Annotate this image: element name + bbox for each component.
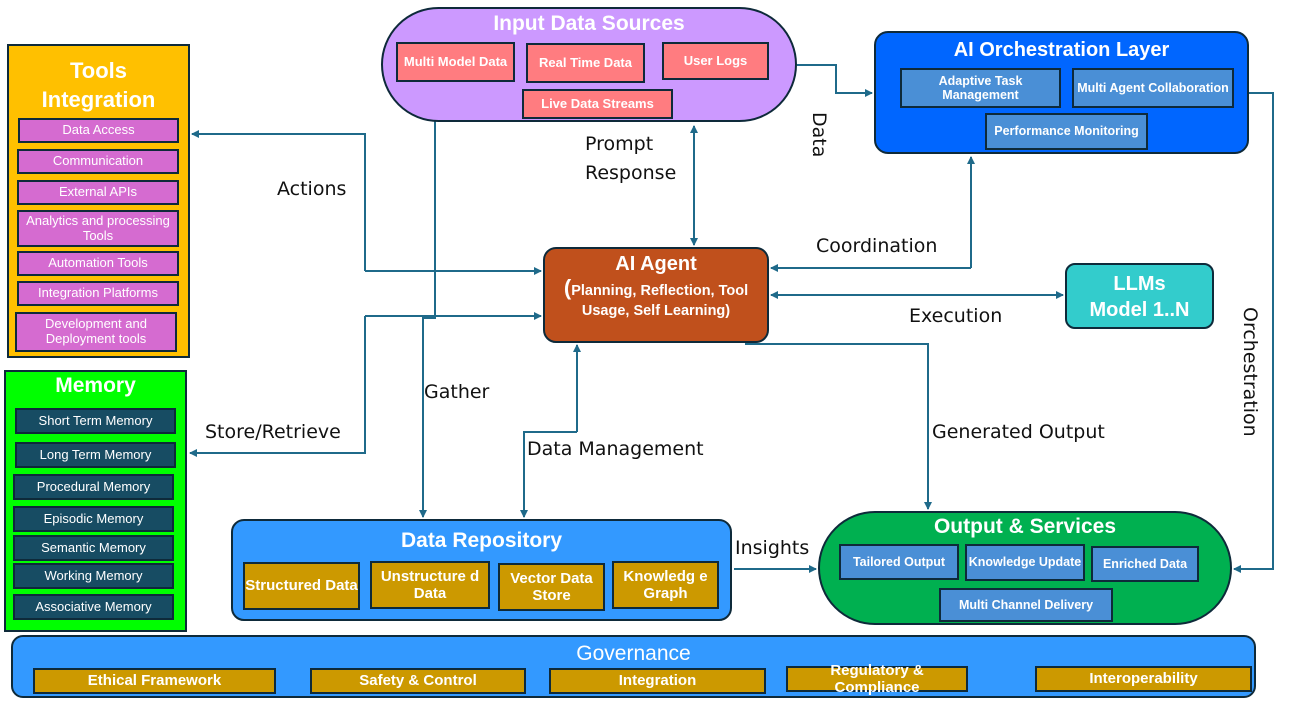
agent-title: AI Agent [615, 253, 697, 275]
data-repository-panel: Data Repository Structured Data Unstruct… [231, 519, 732, 621]
inputs-title: Input Data Sources [493, 12, 685, 35]
governance-panel: Governance Ethical Framework Safety & Co… [11, 635, 1256, 698]
generated-output-connector [745, 343, 932, 510]
memory-title: Memory [55, 374, 136, 397]
memory-item[interactable]: Episodic Memory [13, 506, 174, 532]
memory-item[interactable]: Associative Memory [13, 594, 174, 620]
repository-item[interactable]: Structured Data [243, 562, 360, 610]
tool-item[interactable]: Analytics and processing Tools [17, 210, 179, 247]
ai-agent-box[interactable]: AI Agent (Planning, Reflection, Tool Usa… [543, 247, 769, 343]
gather-connector [419, 120, 436, 518]
memory-item[interactable]: Long Term Memory [15, 442, 176, 468]
edge-label-prompt: Prompt [585, 133, 654, 155]
memory-item[interactable]: Working Memory [13, 563, 174, 589]
data-connector [797, 64, 873, 97]
edge-label-data-management: Data Management [527, 438, 704, 460]
input-item[interactable]: Multi Model Data [396, 42, 515, 82]
output-item[interactable]: Enriched Data [1091, 546, 1199, 582]
governance-item[interactable]: Interoperability [1035, 666, 1252, 692]
store-retrieve-connector [189, 316, 366, 457]
governance-item[interactable]: Integration [549, 668, 766, 694]
actions-connector [191, 130, 366, 271]
repository-item[interactable]: Knowledg e Graph [612, 561, 719, 609]
memory-item[interactable]: Semantic Memory [13, 535, 174, 561]
tools-title: Tools Integration [41, 58, 156, 112]
governance-item[interactable]: Ethical Framework [33, 668, 276, 694]
memory-item[interactable]: Procedural Memory [13, 474, 174, 500]
edge-label-store-retrieve: Store/Retrieve [205, 421, 341, 443]
edge-label-generated-output: Generated Output [932, 421, 1105, 443]
orchestration-item[interactable]: Performance Monitoring [985, 113, 1148, 150]
repository-item[interactable]: Vector Data Store [498, 563, 605, 611]
edge-label-data: Data [808, 112, 830, 158]
output-item[interactable]: Tailored Output [839, 544, 959, 580]
llm-box[interactable]: LLMs Model 1..N [1065, 263, 1214, 329]
agent-subtitle: (Planning, Reflection, Tool Usage, Self … [563, 275, 749, 320]
tool-item[interactable]: Development and Deployment tools [15, 312, 177, 352]
tool-item[interactable]: Data Access [18, 118, 179, 143]
output-services-panel: Output & Services Tailored Output Knowle… [818, 511, 1232, 625]
tool-item[interactable]: Integration Platforms [17, 281, 179, 306]
governance-title: Governance [576, 642, 691, 665]
tool-item[interactable]: Communication [17, 149, 179, 174]
output-title: Output & Services [933, 515, 1117, 538]
input-item[interactable]: User Logs [662, 42, 769, 80]
input-item[interactable]: Real Time Data [526, 43, 645, 83]
governance-item[interactable]: Safety & Control [310, 668, 526, 694]
input-item[interactable]: Live Data Streams [522, 89, 673, 119]
repository-item[interactable]: Unstructure d Data [370, 561, 490, 609]
input-data-sources-panel: Input Data Sources Multi Model Data Real… [381, 7, 797, 122]
orchestration-item[interactable]: Multi Agent Collaboration [1072, 68, 1234, 108]
memory-item[interactable]: Short Term Memory [15, 408, 176, 434]
governance-item[interactable]: Regulatory & Compliance [786, 662, 968, 696]
tools-integration-panel: Tools Integration Data Access Communicat… [7, 44, 190, 358]
orchestration-item[interactable]: Adaptive Task Management [900, 68, 1061, 108]
orchestration-title: AI Orchestration Layer [953, 39, 1170, 61]
tool-item[interactable]: Automation Tools [17, 251, 179, 276]
orchestration-connector [1233, 92, 1274, 573]
edge-label-response: Response [585, 162, 677, 184]
tool-item[interactable]: External APIs [17, 180, 179, 205]
memory-panel: Memory Short Term Memory Long Term Memor… [4, 370, 187, 632]
edge-label-insights: Insights [735, 537, 810, 559]
edge-label-actions: Actions [277, 178, 347, 200]
edge-label-orchestration: Orchestration [1239, 307, 1261, 437]
output-item[interactable]: Knowledge Update [965, 544, 1085, 581]
output-item[interactable]: Multi Channel Delivery [939, 588, 1113, 622]
edge-label-gather: Gather [424, 381, 490, 403]
edge-label-execution: Execution [909, 305, 1003, 327]
edge-label-coordination: Coordination [816, 235, 938, 257]
repository-title: Data Repository [400, 529, 563, 552]
orchestration-layer-panel: AI Orchestration Layer Adaptive Task Man… [874, 31, 1249, 154]
